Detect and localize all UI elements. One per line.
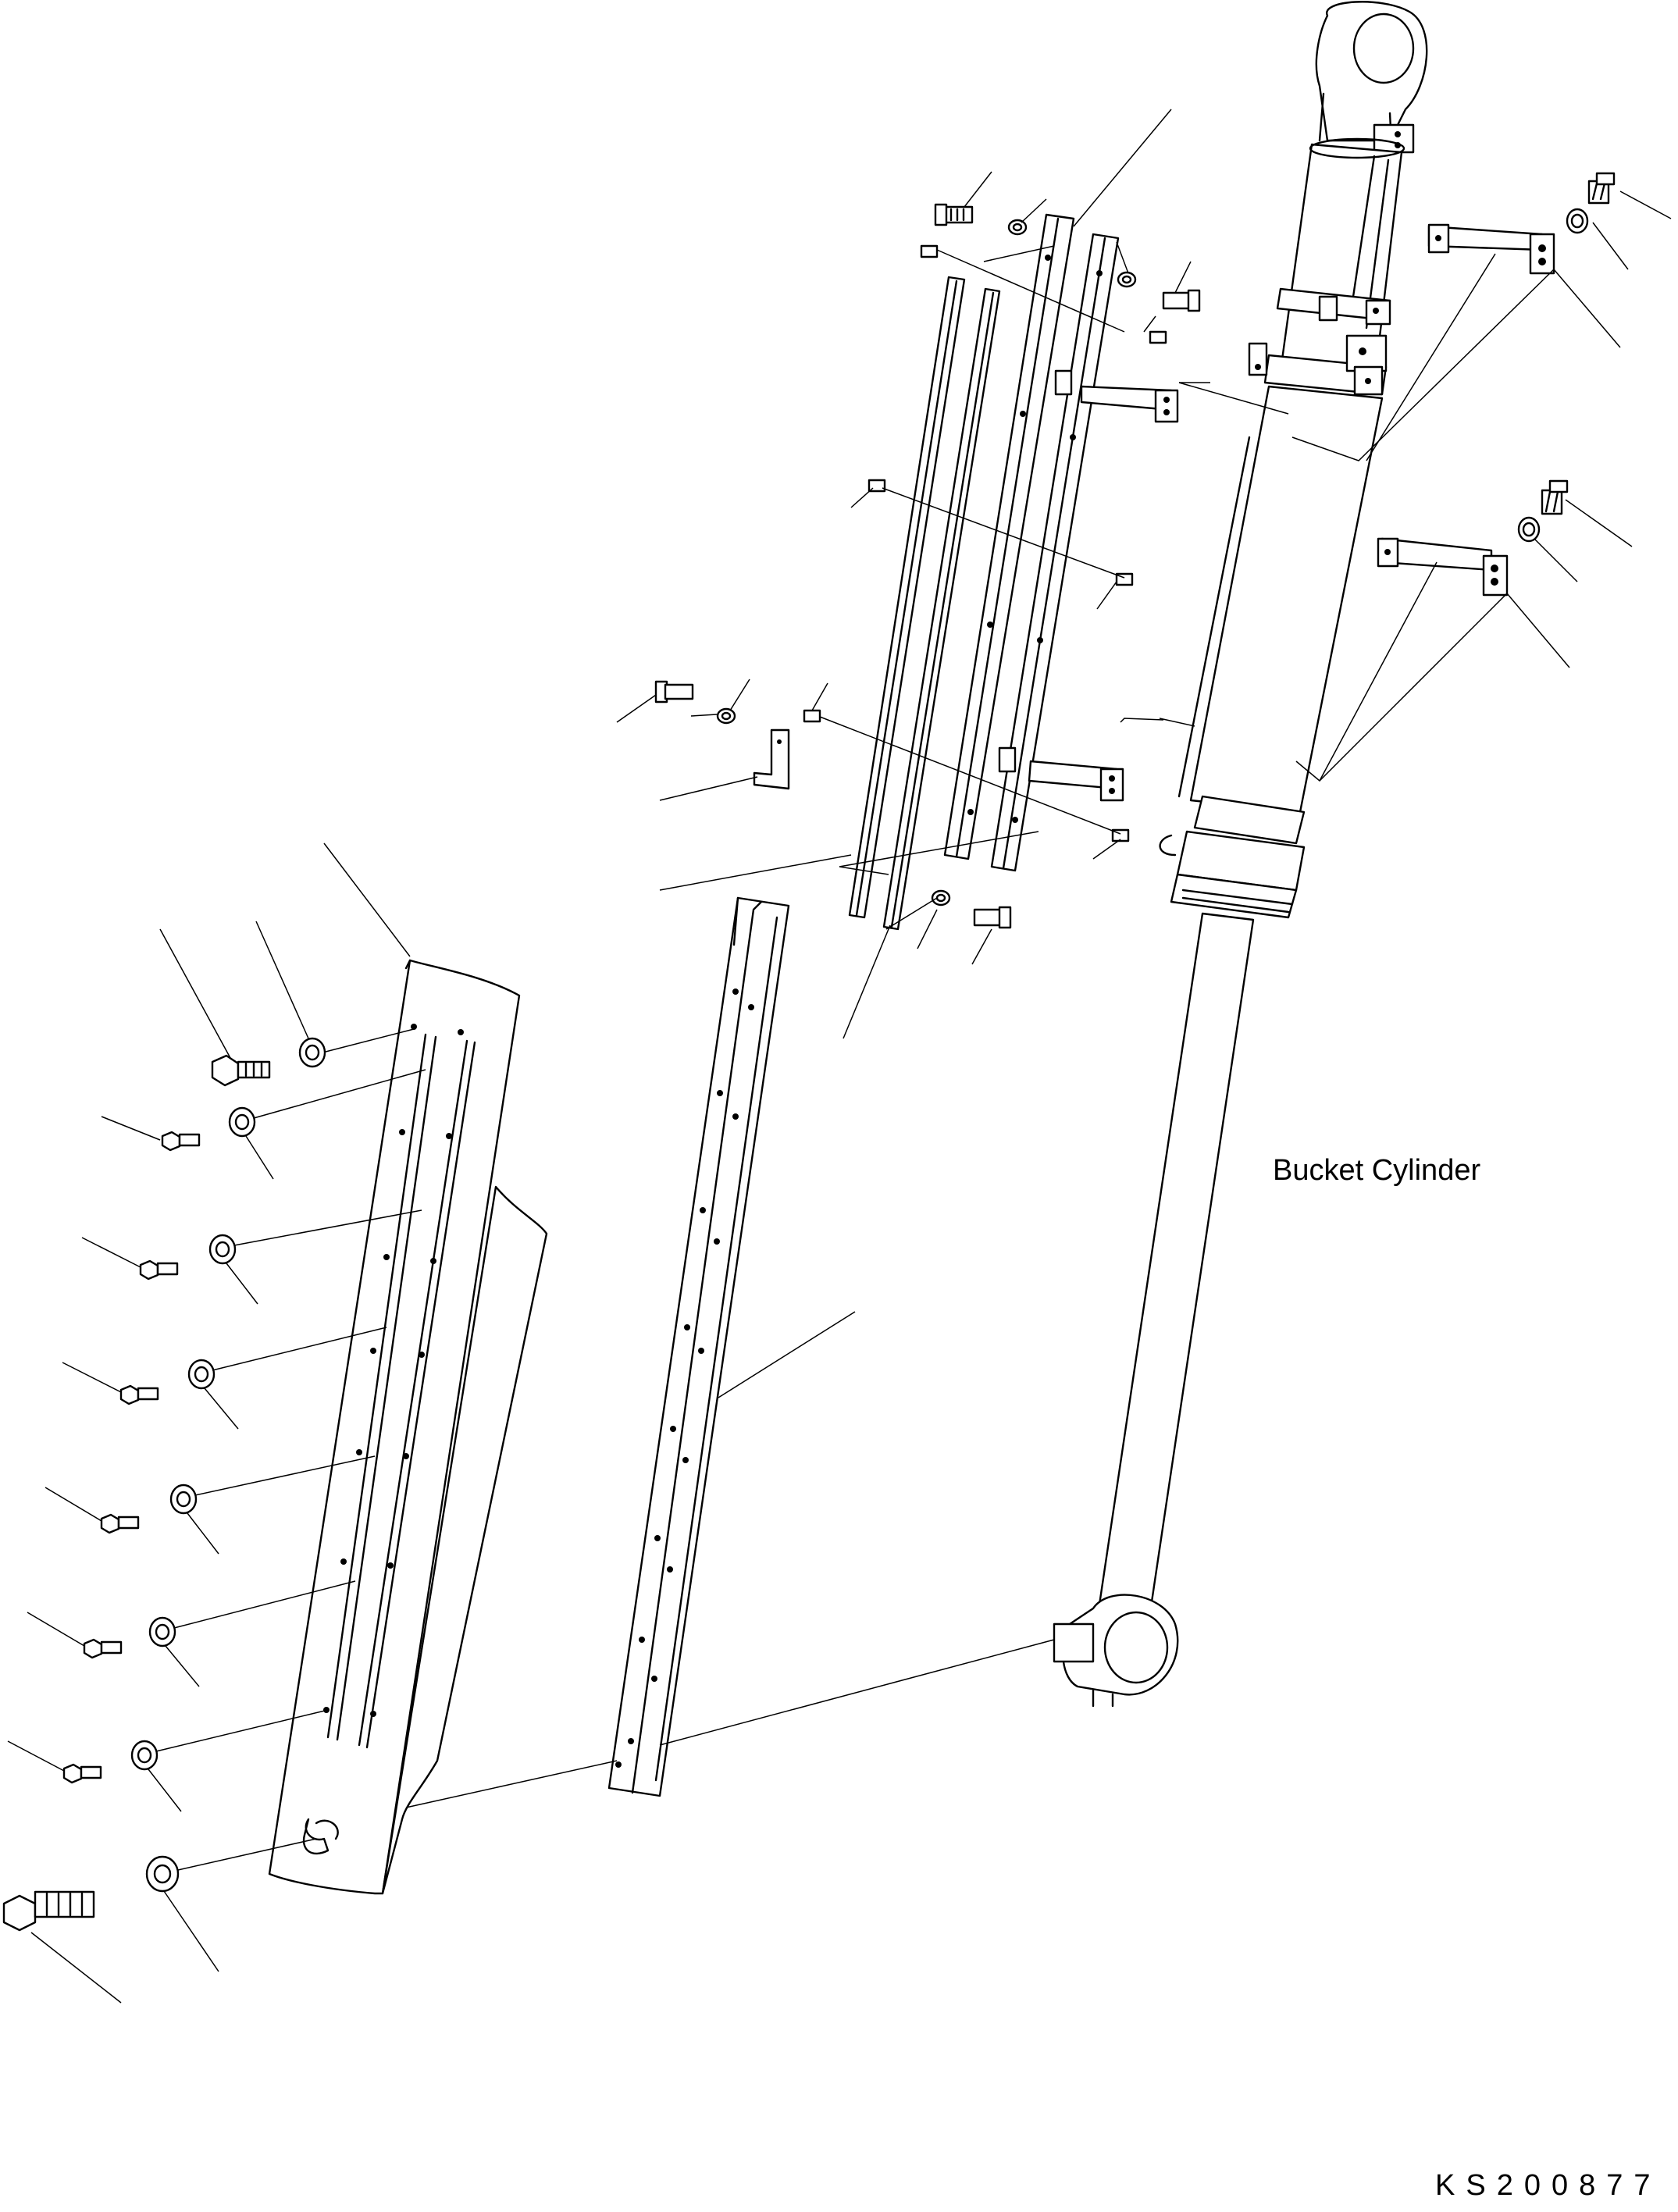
cover-washer-1 xyxy=(298,1037,326,1068)
rail-washer-4 xyxy=(931,889,951,907)
l-bracket xyxy=(753,728,790,790)
tube-clamp-lower xyxy=(1248,334,1388,396)
cylinder-cover-panel xyxy=(268,959,548,1895)
rail-washer-2 xyxy=(1117,271,1137,288)
cover-washer-2 xyxy=(228,1106,256,1138)
cover-bolt-2 xyxy=(161,1131,201,1152)
rail-stud-5 xyxy=(803,709,821,723)
cylinder-top-eye xyxy=(1315,1,1428,154)
cover-bolt-4 xyxy=(119,1384,159,1405)
hose-guard-channel-left xyxy=(943,213,1075,860)
cover-washer-4 xyxy=(187,1359,216,1390)
strap-bolt-lower xyxy=(1541,479,1569,515)
rail-stud-2 xyxy=(1149,330,1167,344)
cover-washer-3 xyxy=(208,1234,237,1265)
hose-clamp-strap-upper xyxy=(1427,223,1555,275)
cover-bolt-large-top xyxy=(211,1054,271,1087)
rail-washer-3 xyxy=(716,707,736,725)
cylinder-bottom-eye xyxy=(1053,1594,1179,1708)
long-guard-channel xyxy=(607,896,790,1797)
leader-lines xyxy=(7,109,1672,2004)
guide-rail-left xyxy=(848,276,966,919)
rail-bolt-4 xyxy=(973,906,1012,929)
strap-washer-upper xyxy=(1566,208,1589,234)
bucket-cylinder xyxy=(1053,1,1428,1708)
cover-bolt-5 xyxy=(100,1513,140,1534)
cover-washer-7 xyxy=(130,1740,159,1771)
guide-rail-middle xyxy=(882,287,1001,931)
strap-bolt-upper xyxy=(1587,172,1616,205)
rail-bolt-2 xyxy=(1162,289,1201,312)
rail-bolt-3 xyxy=(654,680,694,703)
channel-bracket-lower xyxy=(998,746,1124,802)
drawing-reference-code: KS200877 xyxy=(1435,2169,1662,2202)
bucket-cylinder-label: Bucket Cylinder xyxy=(1273,1154,1481,1187)
cover-bolt-3 xyxy=(139,1259,179,1281)
cover-washer-6 xyxy=(148,1616,176,1647)
cover-bolt-6 xyxy=(83,1638,123,1659)
rail-bolt-1 xyxy=(934,203,974,226)
channel-bracket-upper xyxy=(1054,369,1179,423)
strap-washer-lower xyxy=(1517,516,1541,543)
cylinder-barrel xyxy=(1189,385,1384,814)
hose-clamp-strap-lower xyxy=(1377,537,1509,597)
cover-washer-8 xyxy=(145,1855,180,1893)
cover-bolt-7 xyxy=(62,1763,102,1784)
cover-bolt-large-bottom xyxy=(2,1890,95,1932)
rail-stud-1 xyxy=(920,244,939,258)
rail-washer-1 xyxy=(1007,219,1028,236)
piston-rod xyxy=(1096,912,1255,1630)
cover-washer-5 xyxy=(169,1484,198,1515)
tube-clamp-upper xyxy=(1276,287,1391,326)
cylinder-head-collar xyxy=(1159,795,1306,919)
